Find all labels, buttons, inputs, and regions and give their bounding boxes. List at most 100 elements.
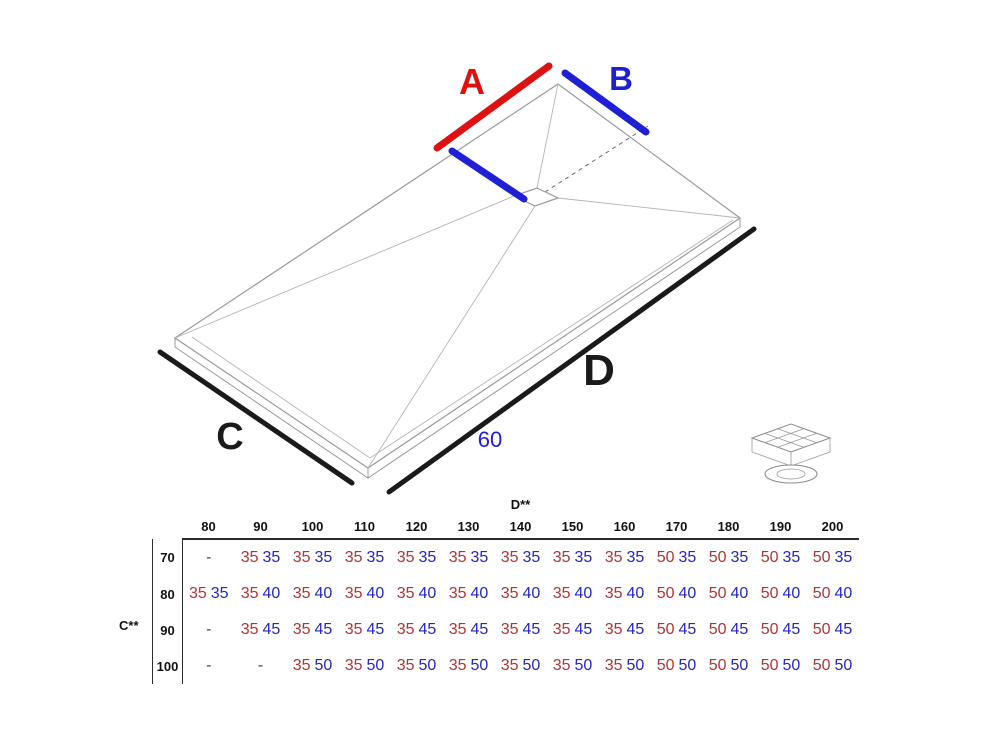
cell-value-a: 35 [292, 621, 311, 638]
dimension-label-d: D [583, 346, 615, 395]
cell-value-a: 35 [292, 657, 311, 674]
cell-value-b: 50 [834, 657, 853, 674]
cell-value-b: 45 [418, 621, 437, 638]
drain-offset-value: 60 [478, 427, 502, 452]
cell-value-a: 35 [240, 549, 259, 566]
cell-value-b: 40 [314, 585, 333, 602]
cell-value-b: 35 [678, 549, 697, 566]
cell-value-a: 50 [708, 657, 727, 674]
cell-value-b: 35 [574, 549, 593, 566]
cell-value-a: 50 [812, 621, 831, 638]
corner-cell [153, 494, 183, 514]
slope-line-top [536, 83, 559, 189]
column-header: 100 [286, 514, 339, 540]
cell-value-a: 35 [292, 585, 311, 602]
row-label: 80 [152, 576, 183, 612]
cell-value-a: 35 [344, 549, 363, 566]
tray-inner-rim [191, 219, 734, 459]
cell-value-a: 35 [396, 621, 415, 638]
cell-value-a: 35 [344, 657, 363, 674]
row-group-label: C** [119, 618, 139, 633]
cell-value-b: 45 [834, 621, 853, 638]
cell-value-a: 50 [812, 585, 831, 602]
cell-value-a: 50 [656, 657, 675, 674]
dimension-label-b: B [609, 60, 633, 97]
cell-value-b: 35 [210, 585, 229, 602]
cell-value-a: 50 [760, 549, 779, 566]
drain-icon [750, 423, 832, 484]
cell-value-a: 50 [656, 621, 675, 638]
cell-value-b: 35 [730, 549, 749, 566]
cell-value-a: 50 [708, 585, 727, 602]
drain-square [512, 187, 560, 207]
cell-value-b: 35 [782, 549, 801, 566]
cell-value-a: 35 [552, 549, 571, 566]
cell-value-a: 50 [656, 585, 675, 602]
cell-value-b: 45 [366, 621, 385, 638]
cell-value-a: 35 [500, 657, 519, 674]
cell-value-a: 50 [760, 621, 779, 638]
slope-line-bottom [367, 205, 536, 469]
corner-cell [153, 514, 183, 539]
dimension-line-drain-offset [448, 147, 528, 203]
cell-value-a: 35 [240, 621, 259, 638]
table-cell: - [235, 648, 287, 684]
cell-empty: - [206, 621, 212, 638]
cell-value-a: 35 [448, 657, 467, 674]
cell-value-a: 35 [292, 549, 311, 566]
cell-value-b: 40 [418, 585, 437, 602]
column-header: 160 [598, 514, 651, 540]
cell-value-b: 50 [678, 657, 697, 674]
cell-value-b: 45 [626, 621, 645, 638]
cell-value-b: 40 [782, 585, 801, 602]
cell-value-a: 35 [396, 657, 415, 674]
cell-value-b: 40 [366, 585, 385, 602]
column-header: 200 [806, 514, 859, 540]
group-header-row: D** [153, 494, 859, 514]
table-cell: - [183, 539, 235, 576]
cell-value-b: 45 [314, 621, 333, 638]
cell-value-b: 40 [626, 585, 645, 602]
cell-value-b: 35 [314, 549, 333, 566]
cell-value-b: 35 [470, 549, 489, 566]
cell-empty: - [206, 549, 212, 566]
cell-value-b: 40 [262, 585, 281, 602]
cell-value-b: 45 [678, 621, 697, 638]
cell-value-b: 50 [522, 657, 541, 674]
cell-value-a: 35 [448, 585, 467, 602]
cell-value-a: 35 [344, 621, 363, 638]
column-header: 150 [546, 514, 599, 540]
shower-tray-diagram: A B C D 60 [157, 60, 832, 495]
cell-value-b: 45 [574, 621, 593, 638]
cell-value-a: 35 [500, 549, 519, 566]
cell-value-b: 40 [678, 585, 697, 602]
